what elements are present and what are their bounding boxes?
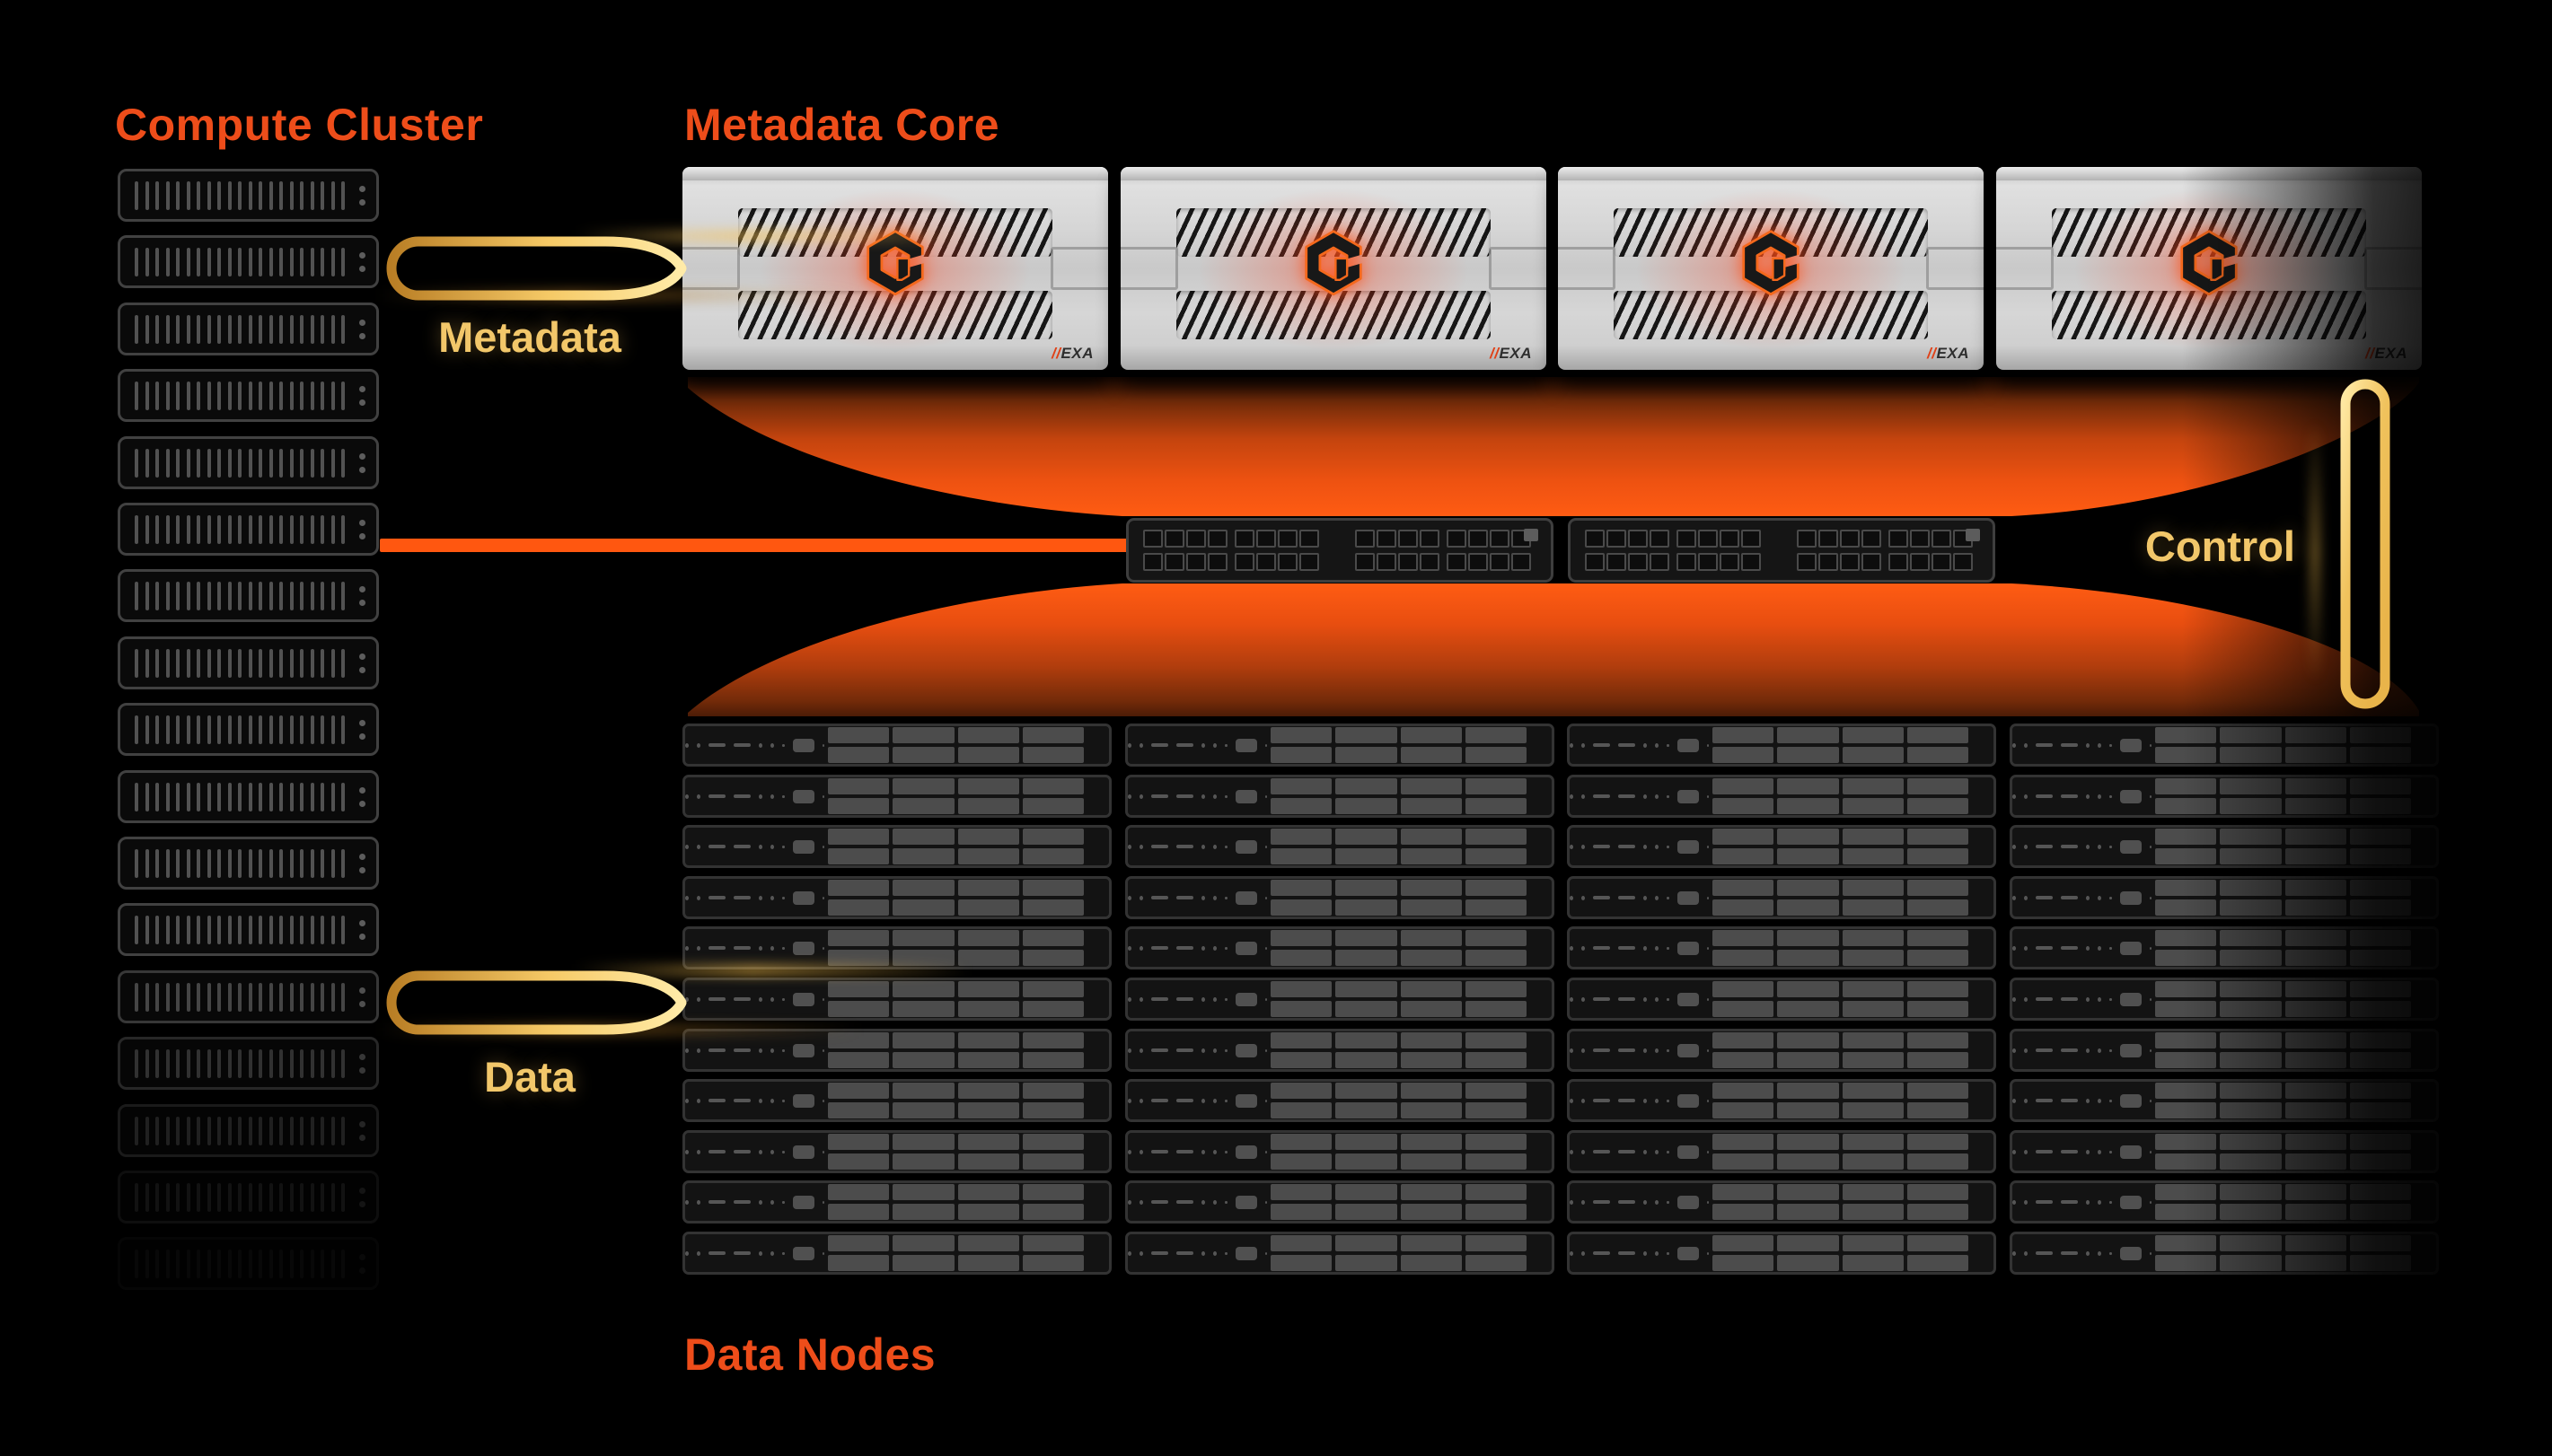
- control-glow-streak: [2310, 422, 2320, 682]
- control-pill-icon: [2340, 379, 2390, 709]
- control-label: Control: [2144, 522, 2295, 570]
